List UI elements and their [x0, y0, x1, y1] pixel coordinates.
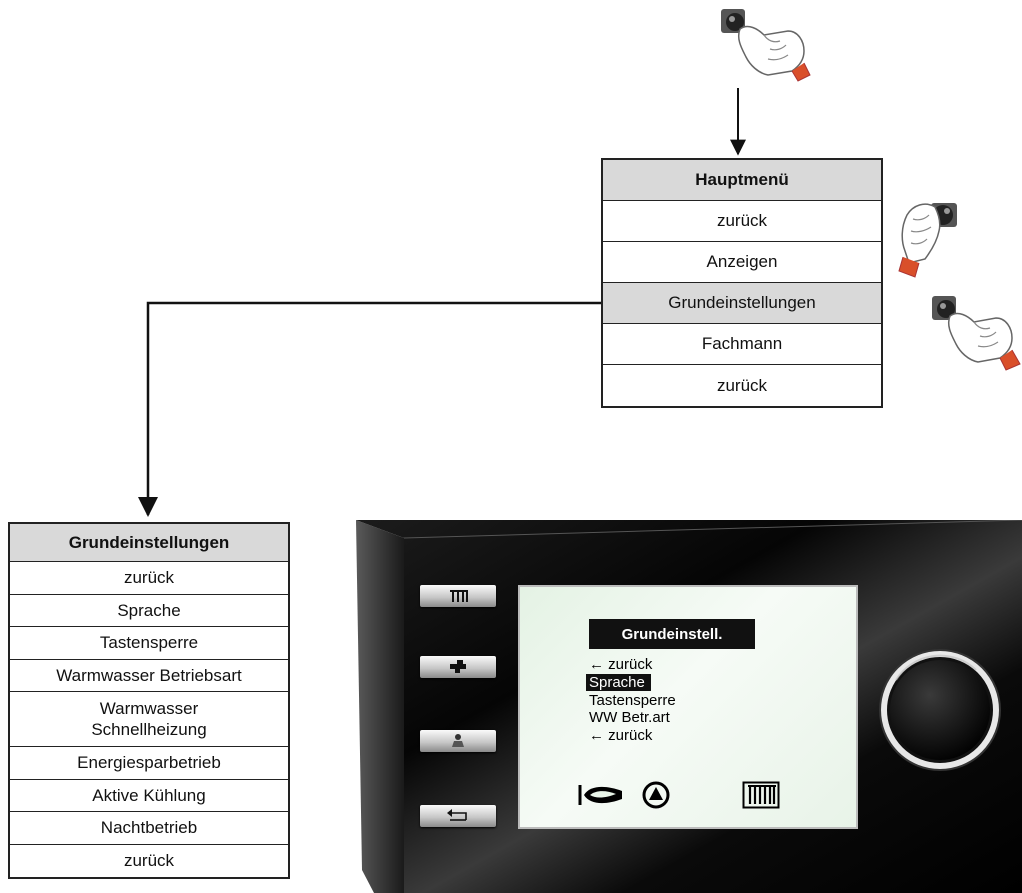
hot-water-button[interactable] [420, 656, 496, 678]
hauptmenu-table: Hauptmenü zurück Anzeigen Grundeinstellu… [601, 158, 883, 408]
grundeinstellungen-item-zurueck-bottom[interactable]: zurück [123, 851, 175, 871]
hauptmenu-item-grundeinstellungen[interactable]: Grundeinstellungen [603, 283, 881, 324]
hauptmenu-item-zurueck-bottom[interactable]: zurück [716, 375, 768, 395]
grundeinstellungen-item-energiesparbetrieb[interactable]: Energiesparbetrieb [10, 747, 288, 780]
grundeinstellungen-item-label: Warmwasser Schnellheizung [91, 698, 207, 739]
display-line-zurueck: ← zurück [589, 656, 653, 673]
person-icon [452, 734, 464, 747]
press-knob-icon [721, 9, 811, 82]
heat-exchanger-icon [578, 785, 622, 805]
radiator-icon [450, 590, 468, 602]
hauptmenu-item-anzeigen[interactable]: Anzeigen [603, 242, 881, 283]
grundeinstellungen-table: Grundeinstellungen zurück Sprache Tasten… [8, 522, 290, 879]
grundeinstellungen-item-nachtbetrieb[interactable]: Nachtbetrieb [10, 812, 288, 845]
hauptmenu-item-zurueck[interactable]: zurück [603, 201, 881, 242]
grundeinstellungen-item-aktive-kuehlung[interactable]: Aktive Kühlung [10, 780, 288, 812]
grundeinstellungen-item-tastensperre[interactable]: Tastensperre [10, 627, 288, 660]
radiator-icon [742, 781, 780, 809]
controller-display: Grundeinstell. ← zurück Sprache Tastensp… [518, 585, 858, 829]
back-button[interactable] [420, 805, 496, 827]
press-knob-icon [932, 296, 1021, 371]
grundeinstellungen-header: Grundeinstellungen [10, 524, 288, 562]
display-line-zurueck-bottom: ← zurück [589, 727, 653, 744]
turn-knob-icon [898, 203, 957, 278]
radiator-button[interactable] [420, 585, 496, 607]
hauptmenu-header: Hauptmenü [603, 160, 881, 201]
grundeinstellungen-item-warmwasser-schnellheizung[interactable]: Warmwasser Schnellheizung [10, 692, 288, 747]
pump-icon [642, 781, 670, 809]
display-title: Grundeinstell. [589, 619, 755, 649]
person-button[interactable] [420, 730, 496, 752]
hauptmenu-item-fachmann[interactable]: Fachmann [603, 324, 881, 365]
faucet-icon [450, 660, 466, 673]
display-line-tastensperre: Tastensperre [589, 692, 676, 709]
grundeinstellungen-item-warmwasser-betriebsart[interactable]: Warmwasser Betriebsart [10, 660, 288, 692]
grundeinstellungen-item-zurueck[interactable]: zurück [10, 562, 288, 595]
back-arrow-icon [447, 809, 467, 821]
display-line-ww-betrart: WW Betr.art [589, 709, 670, 726]
arrow-to-grundeinstellungen [138, 301, 602, 517]
grundeinstellungen-item-sprache[interactable]: Sprache [10, 595, 288, 627]
display-line-sprache-selected: Sprache [586, 674, 651, 691]
